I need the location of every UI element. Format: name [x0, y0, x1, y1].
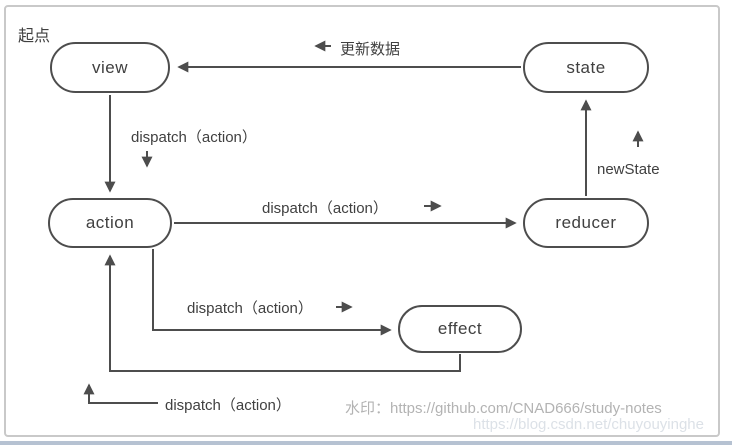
- node-state: state: [523, 42, 649, 93]
- edge-label-dispatch-to-action: dispatch（action）: [131, 129, 257, 146]
- legend-pointer-arrow: [83, 383, 158, 404]
- edge-action-to-effect: [152, 249, 392, 336]
- edge-label-newstate: newState: [597, 161, 660, 178]
- start-point-label: 起点: [18, 28, 51, 45]
- bottom-edge-strip: [0, 441, 732, 445]
- node-reducer-label: reducer: [555, 213, 617, 232]
- node-effect: effect: [398, 305, 522, 353]
- node-action: action: [48, 198, 172, 248]
- node-view: view: [50, 42, 170, 93]
- edge-label-dispatch-return: dispatch（action）: [165, 397, 291, 414]
- node-state-label: state: [566, 57, 606, 77]
- edge-label-dispatch-to-effect: dispatch（action）: [187, 300, 313, 317]
- watermark-csdn: https://blog.csdn.net/chuyouyinghe: [473, 416, 704, 433]
- node-action-label: action: [85, 213, 135, 232]
- edge-label-dispatch-to-reducer: dispatch（action）: [262, 200, 388, 217]
- node-effect-label: effect: [437, 319, 483, 338]
- node-view-label: view: [91, 57, 128, 77]
- edge-effect-to-action: [104, 254, 461, 372]
- node-reducer: reducer: [523, 198, 649, 248]
- watermark-github: 水印：https://github.com/CNAD666/study-note…: [345, 400, 662, 417]
- edge-label-update-data: 更新数据: [340, 41, 401, 58]
